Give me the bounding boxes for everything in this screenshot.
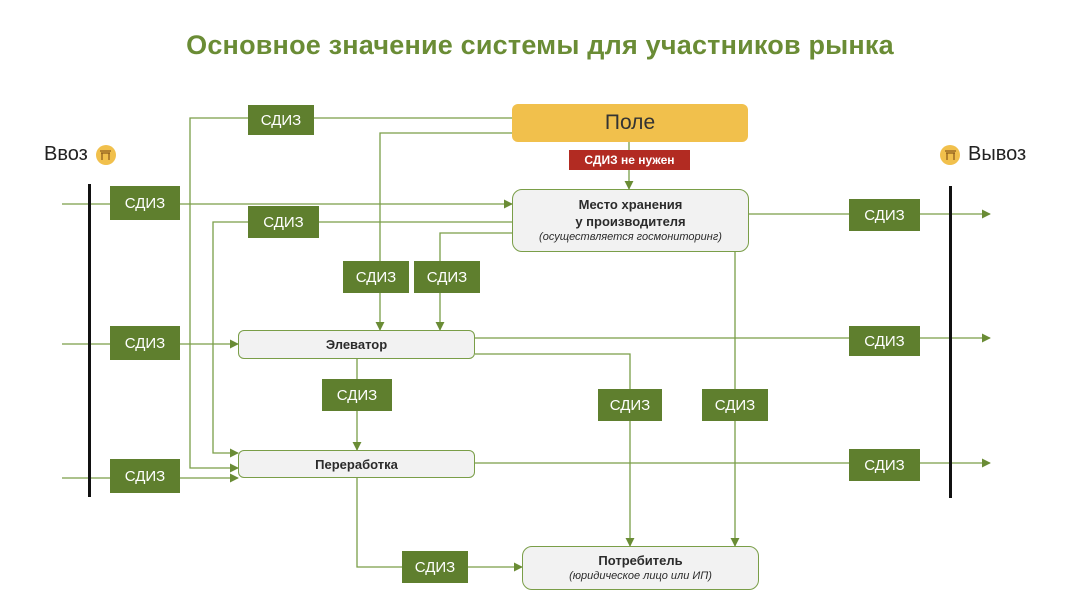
sdiz-tag-storage-elevator: СДИЗ xyxy=(414,261,480,293)
import-border-line xyxy=(88,184,91,497)
field-to-elevator-arrow xyxy=(375,132,512,331)
sdiz-tag-elevator-processing: СДИЗ xyxy=(322,379,392,411)
export-side-label: Вывоз xyxy=(940,143,1026,166)
field-node: Поле xyxy=(512,104,748,142)
sdiz-tag-storage-consumer: СДИЗ xyxy=(702,389,768,421)
sdiz-tag-import-processing: СДИЗ xyxy=(110,459,180,493)
sdiz-tag-export-elevator: СДИЗ xyxy=(849,326,920,356)
export-border-line xyxy=(949,186,952,498)
storage-to-elevator-arrow xyxy=(435,232,512,331)
processing-name: Переработка xyxy=(315,456,398,472)
consumer-name: Потребитель xyxy=(598,553,683,568)
storage-node: Место хранения у производителя (осуществ… xyxy=(512,189,749,252)
sdiz-tag-field-elevator: СДИЗ xyxy=(343,261,409,293)
import-label: Ввоз xyxy=(44,143,88,165)
page-title: Основное значение системы для участников… xyxy=(186,30,894,60)
sdiz-tag-storage-processing: СДИЗ xyxy=(248,206,319,238)
elevator-node: Элеватор xyxy=(238,330,475,359)
storage-to-processing-arrow xyxy=(212,221,512,458)
sdiz-tag-elevator-consumer: СДИЗ xyxy=(598,389,662,421)
sdiz-tag-import-elevator: СДИЗ xyxy=(110,326,180,360)
sdiz-tag-import-storage: СДИЗ xyxy=(110,186,180,220)
sdiz-tag-field-processing: СДИЗ xyxy=(248,105,314,135)
gate-icon xyxy=(940,144,960,165)
sdiz-tag-processing-consumer: СДИЗ xyxy=(402,551,468,583)
consumer-note: (юридическое лицо или ИП) xyxy=(569,570,712,582)
processing-node: Переработка xyxy=(238,450,475,478)
export-label: Вывоз xyxy=(968,143,1027,165)
storage-note: (осуществляется госмониторинг) xyxy=(539,231,722,243)
storage-name: Место хранения у производителя xyxy=(575,197,686,229)
elevator-to-consumer-arrow xyxy=(475,353,635,547)
not-needed-badge: СДИЗ не нужен xyxy=(569,150,690,170)
elevator-name: Элеватор xyxy=(325,337,388,352)
gate-icon xyxy=(95,144,116,165)
consumer-node: Потребитель (юридическое лицо или ИП) xyxy=(522,546,759,590)
import-side-label: Ввоз xyxy=(44,143,116,166)
sdiz-tag-export-processing: СДИЗ xyxy=(849,449,920,481)
field-to-processing-arrow xyxy=(189,117,512,473)
sdiz-tag-export-storage: СДИЗ xyxy=(849,199,920,231)
